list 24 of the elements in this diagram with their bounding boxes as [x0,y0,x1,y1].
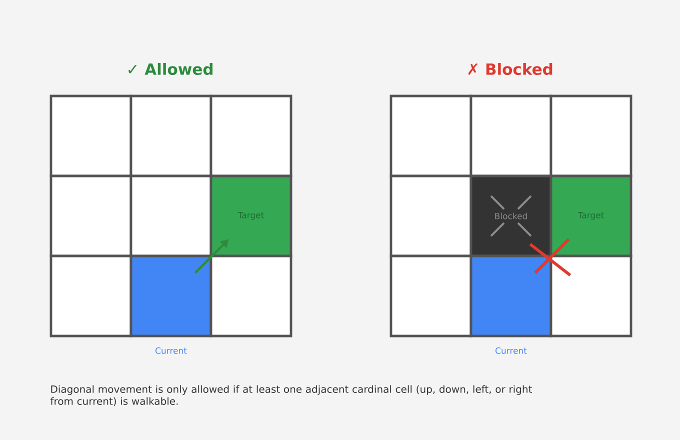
panel-heading: ✓ Allowed [128,63,212,75]
current-cell [470,254,552,338]
grid-cell [50,254,132,338]
grid-cell [470,94,552,178]
grid-cell [550,94,632,178]
grid-cell [130,174,212,258]
grid-cell [390,94,472,178]
grid-cell [390,174,472,258]
target-cell: Target [210,174,292,258]
grid-cell [390,254,472,338]
grid-cell [50,174,132,258]
target-cell: Target [550,174,632,258]
grid-cell [550,254,632,338]
grid-cell [130,94,212,178]
cell-caption: Current [496,347,527,354]
grid-cell [50,94,132,178]
caption: Diagonal movement is only allowed if at least one adjacent cardinal cell (up, down, left, or right from current) is walkable. [50,385,532,406]
panel-heading: ✗ Blocked [468,63,552,75]
cell-caption: Current [156,347,187,354]
blocked-diagonal-line [534,238,570,274]
grid-cell [210,94,292,178]
grid-cell [210,254,292,338]
current-cell [130,254,212,338]
blocked-cell: Blocked [470,174,552,258]
